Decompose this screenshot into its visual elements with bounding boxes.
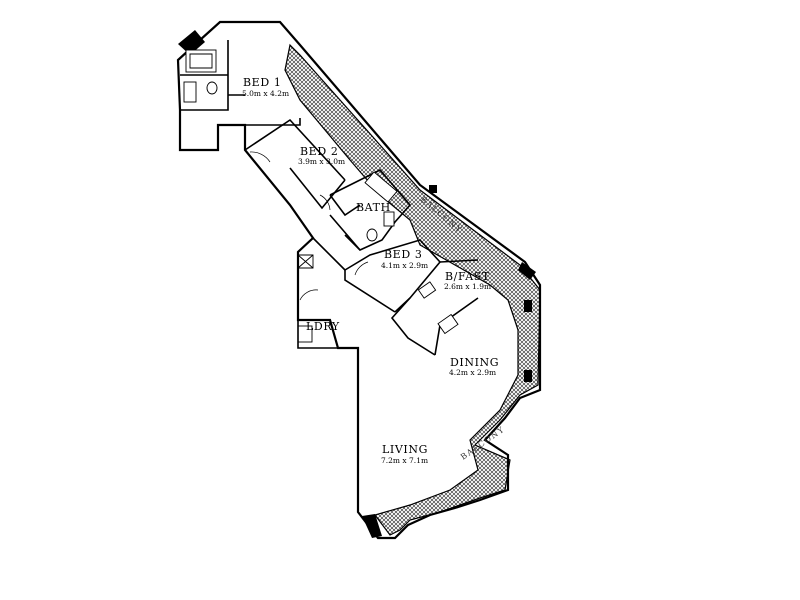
- room-label-dining: DINING: [450, 356, 499, 369]
- shower-tray: [189, 53, 213, 69]
- room-dims-bed1: 5.0m x 4.2m: [242, 89, 289, 98]
- room-dims-bfast: 2.6m x 1.9m: [444, 282, 491, 291]
- corner-block-top: [178, 30, 205, 55]
- corner-block-right: [518, 262, 536, 280]
- bath-basin-fixture: [383, 211, 395, 227]
- ensuite-walls: [180, 40, 245, 111]
- bath-toilet-fixture: [366, 228, 378, 242]
- shower-fixture: [185, 49, 217, 73]
- toilet-fixture: [206, 81, 218, 95]
- room-label-bed3: BED 3: [384, 248, 422, 261]
- laundry-walls: [297, 320, 338, 349]
- entry-door: [299, 289, 319, 301]
- bed2-door: [249, 151, 271, 163]
- bath-door: [319, 194, 331, 211]
- balcony-hatch: [284, 43, 541, 536]
- cooktop-fixture: [437, 313, 459, 335]
- bed3-door: [354, 261, 369, 276]
- room-dims-bed2: 3.9m x 3.0m: [298, 157, 345, 166]
- bed1-walls: [244, 118, 301, 150]
- bathtub-fixture: [364, 171, 398, 203]
- balcony-post-2: [524, 370, 532, 382]
- room-label-living: LIVING: [382, 443, 428, 456]
- room-dims-dining: 4.2m x 2.9m: [449, 368, 496, 377]
- room-label-ldry: LDRY: [306, 320, 340, 333]
- room-label-bed2: BED 2: [300, 145, 338, 158]
- sink-fixture: [417, 281, 437, 299]
- balcony-post-3: [429, 185, 437, 193]
- hall-walls: [312, 214, 361, 271]
- corner-block-bottom: [362, 514, 382, 538]
- hall-closet: [297, 254, 314, 269]
- room-dims-bed3: 4.1m x 2.9m: [381, 261, 428, 270]
- room-dims-living: 7.2m x 7.1m: [381, 456, 428, 465]
- vanity-fixture: [183, 81, 197, 103]
- room-label-bed1: BED 1: [243, 76, 281, 89]
- room-label-bath: BATH: [356, 201, 391, 214]
- balcony-post-1: [524, 300, 532, 312]
- bed2-walls: [244, 118, 346, 210]
- room-label-bfast: B/FAST: [445, 270, 490, 283]
- outer-wall: [176, 20, 542, 540]
